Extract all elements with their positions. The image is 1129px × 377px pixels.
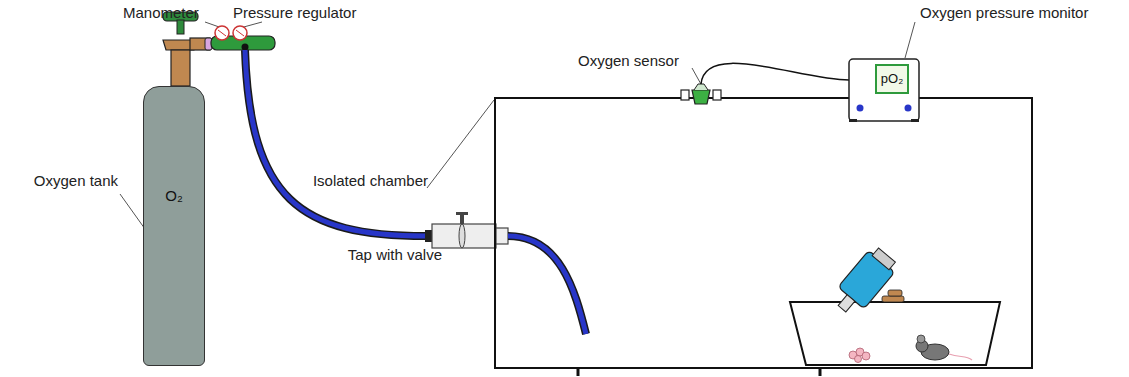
leader-lines [120,22,915,250]
cage [790,244,1000,365]
part-label: Oxygen sensor [578,52,679,70]
oxygen-pressure-monitor [849,59,919,122]
isolated-chamber [495,98,1032,376]
node-text: O₂ [144,187,204,204]
tank-valve [163,12,212,86]
hose [245,50,426,236]
hose-outline [245,50,426,236]
sensor-cable [701,63,849,84]
inner-tube [508,236,586,334]
part-label: Oxygen pressure monitor [920,4,1088,22]
oxygen-sensor [681,84,721,104]
part-label: Oxygen tank [34,172,118,190]
monitor-screen: pO₂ [875,64,909,94]
oxygen-tank: O₂ [143,86,205,366]
pressure-regulator [211,26,275,51]
part-label: Pressure regulator [233,4,356,22]
part-label: Manometer [123,4,199,22]
part-label: Tap with valve [348,246,442,264]
inner-tube-outline [508,236,586,334]
part-label: Isolated chamber [313,172,428,190]
node-text: pO₂ [877,66,907,92]
